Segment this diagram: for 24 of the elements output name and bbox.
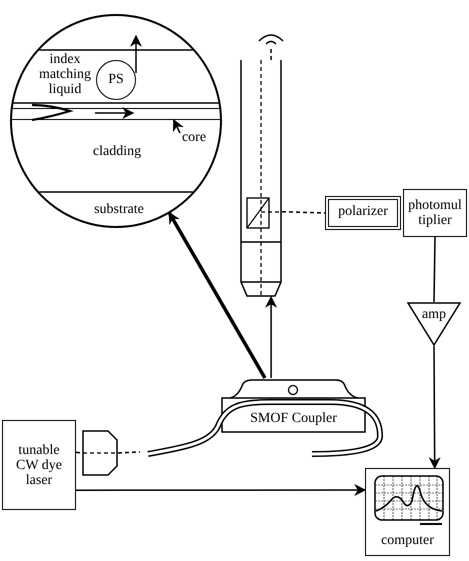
core-label: core — [176, 130, 212, 148]
arrow — [428, 346, 441, 470]
arrow — [265, 296, 278, 378]
layer-label: substrate — [80, 202, 158, 220]
beam-path-line — [118, 451, 140, 454]
amplifier-triangle: amp — [407, 302, 461, 346]
arrow — [168, 212, 266, 379]
arrow — [76, 484, 366, 496]
beam-path-line — [270, 47, 272, 60]
coupler-drawing: SMOF Coupler — [140, 378, 385, 462]
laser-box: tunable CW dye laser — [2, 420, 76, 510]
polarizer-box: polarizer — [325, 196, 401, 230]
layer-label: cladding — [82, 144, 152, 162]
arrow — [173, 118, 184, 134]
connector-line — [433, 236, 436, 302]
computer-box — [365, 468, 450, 556]
beam-path-line — [76, 452, 82, 454]
particle-circle: PS — [96, 60, 136, 100]
lens-drawing — [82, 430, 118, 476]
layer-label: index matching liquid — [34, 52, 96, 100]
beam-path-line — [282, 210, 326, 214]
detector-box: photomul tiplier — [403, 189, 467, 237]
computer-label: computer — [380, 533, 435, 548]
microscope-objective — [240, 60, 282, 297]
